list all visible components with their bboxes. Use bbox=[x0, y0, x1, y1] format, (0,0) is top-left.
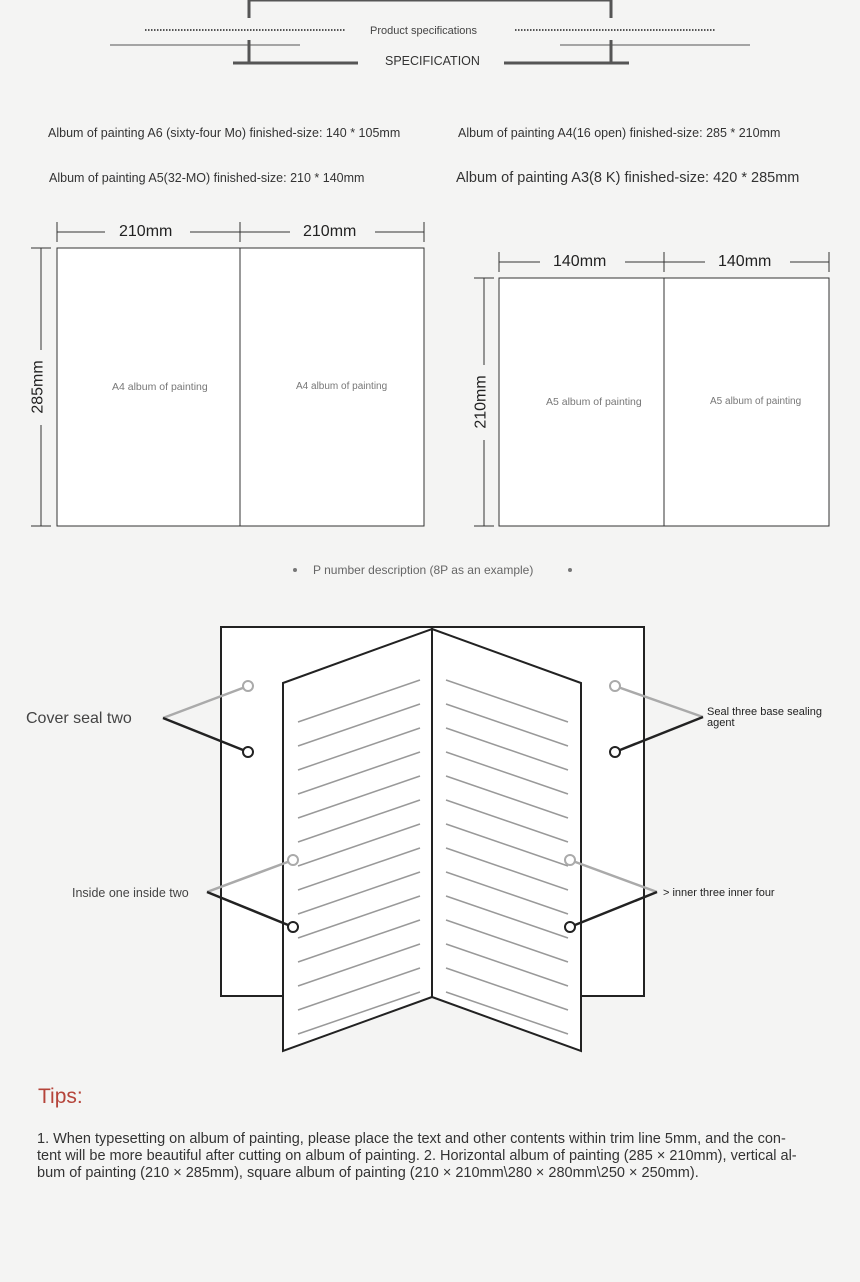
a5-page-right: A5 album of painting bbox=[710, 396, 802, 407]
page-text-line bbox=[297, 967, 421, 1011]
marker-circle bbox=[242, 680, 254, 692]
a4-dimension-diagram bbox=[31, 222, 425, 527]
a4-width-left: 210mm bbox=[119, 223, 173, 240]
page-text-line bbox=[445, 703, 569, 747]
page-text-line bbox=[297, 823, 421, 867]
a5-page-left: A5 album of painting bbox=[546, 396, 642, 408]
bullet-dot bbox=[568, 568, 572, 572]
a4-page-right: A4 album of painting bbox=[296, 381, 388, 392]
spec-a5: Album of painting A5(32-MO) finished-siz… bbox=[49, 171, 365, 185]
tips-title: Tips: bbox=[38, 1085, 83, 1108]
marker-circle bbox=[609, 746, 621, 758]
a5-width-left: 140mm bbox=[553, 253, 607, 270]
label-inside: Inside one inside two bbox=[72, 886, 189, 900]
page-text-line bbox=[297, 703, 421, 747]
page-text-line bbox=[445, 847, 569, 891]
spec-a3: Album of painting A3(8 K) finished-size:… bbox=[456, 170, 800, 186]
spec-a4: Album of painting A4(16 open) finished-s… bbox=[458, 126, 781, 140]
page-text-line bbox=[445, 943, 569, 987]
page-text-line bbox=[445, 991, 569, 1035]
page-text-line bbox=[297, 751, 421, 795]
label-cover-seal: Cover seal two bbox=[26, 710, 132, 727]
page-text-line bbox=[297, 919, 421, 963]
marker-circle bbox=[287, 854, 299, 866]
page-text-line bbox=[297, 871, 421, 915]
page-text-line bbox=[297, 799, 421, 843]
marker-circle bbox=[564, 854, 576, 866]
page-text-line bbox=[445, 751, 569, 795]
a5-dimension-diagram bbox=[474, 252, 830, 527]
page-text-line bbox=[297, 775, 421, 819]
page-text-line bbox=[297, 991, 421, 1035]
bullet-dot bbox=[293, 568, 297, 572]
page-text-line bbox=[297, 943, 421, 987]
label-seal-three: Seal three base sealing agent bbox=[707, 706, 822, 729]
a4-height: 285mm bbox=[29, 360, 47, 414]
marker-circle bbox=[287, 921, 299, 933]
booklet-diagram bbox=[220, 626, 645, 1053]
marker-circle bbox=[242, 746, 254, 758]
page-text-line bbox=[445, 823, 569, 867]
a5-width-right: 140mm bbox=[718, 253, 772, 270]
page-text-line bbox=[445, 679, 569, 723]
page-text-line bbox=[297, 847, 421, 891]
p-number-title: P number description (8P as an example) bbox=[313, 563, 534, 577]
page-text-line bbox=[297, 727, 421, 771]
page-text-line bbox=[445, 919, 569, 963]
page-text-line bbox=[445, 871, 569, 915]
page-text-line bbox=[445, 775, 569, 819]
header-subtitle: SPECIFICATION bbox=[385, 54, 480, 68]
label-inner: > inner three inner four bbox=[663, 887, 775, 899]
spec-a6: Album of painting A6 (sixty-four Mo) fin… bbox=[48, 126, 401, 140]
page-text-line bbox=[297, 679, 421, 723]
a4-width-right: 210mm bbox=[303, 223, 357, 240]
header-ornament bbox=[110, 0, 750, 65]
tips-body: 1. When typesetting on album of painting… bbox=[37, 1131, 797, 1181]
header-title: Product specifications bbox=[370, 25, 477, 37]
page-text-line bbox=[445, 799, 569, 843]
page-text-line bbox=[445, 895, 569, 939]
page-text-line bbox=[445, 967, 569, 1011]
page-text-line bbox=[445, 727, 569, 771]
marker-circle bbox=[564, 921, 576, 933]
a4-page-left: A4 album of painting bbox=[112, 381, 208, 393]
marker-circle bbox=[609, 680, 621, 692]
page-text-line bbox=[297, 895, 421, 939]
connector-lines bbox=[162, 680, 704, 933]
a5-height: 210mm bbox=[472, 375, 490, 429]
